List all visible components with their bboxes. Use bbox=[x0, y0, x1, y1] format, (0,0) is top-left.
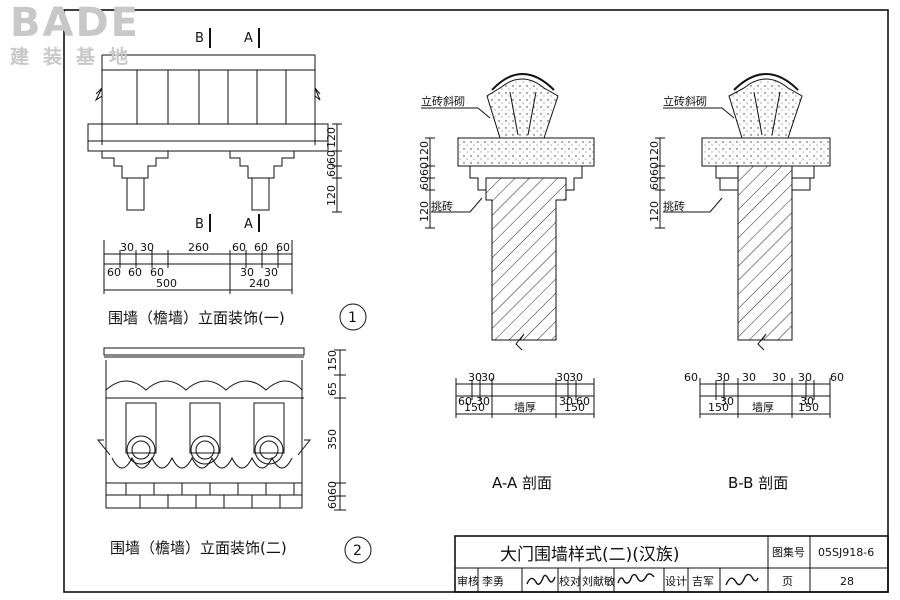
check-name: 刘献敏 bbox=[582, 574, 615, 588]
figure-1-number: 1 bbox=[348, 310, 357, 326]
section-aa-drawing bbox=[421, 73, 595, 418]
aa-dim-top-3: 30 bbox=[556, 371, 570, 384]
section-bb-labels: 立砖斜砌 挑砖 120 60 60 120 60 30 30 30 30 60 … bbox=[648, 94, 844, 492]
bade-logo-subtitle: 建装基地 bbox=[10, 46, 143, 68]
figure-1-title: 围墙（檐墙）立面装饰(一) bbox=[108, 309, 285, 327]
bb-corbel-label: 挑砖 bbox=[663, 199, 685, 213]
check-label: 校对 bbox=[559, 574, 581, 588]
aa-dim-mid-1: 60 bbox=[458, 395, 472, 408]
fig1-dim-mid-5: 30 bbox=[264, 266, 278, 279]
page-number: 28 bbox=[840, 575, 854, 588]
bb-vdim-2: 60 bbox=[648, 162, 661, 176]
bb-dim-top-1: 60 bbox=[684, 371, 698, 384]
design-name: 吉军 bbox=[692, 575, 714, 588]
aa-dim-mid-2: 30 bbox=[476, 395, 490, 408]
aa-dim-top-4: 30 bbox=[569, 371, 583, 384]
figure-2-title: 围墙（檐墙）立面装饰(二) bbox=[110, 539, 287, 557]
fig2-vdim-5: 60 bbox=[326, 495, 339, 509]
fig1-dim-mid-1: 60 bbox=[107, 266, 121, 279]
bb-dim-bottom-2: 墙厚 bbox=[752, 400, 774, 414]
cut-label-a-top: A bbox=[244, 31, 253, 46]
bb-dim-mid-1: 30 bbox=[720, 395, 734, 408]
cut-label-b-top: B bbox=[195, 31, 204, 46]
fig2-vdim-4: 60 bbox=[326, 481, 339, 495]
bb-dim-top-4: 30 bbox=[772, 371, 786, 384]
section-bb-title: B-B 剖面 bbox=[728, 474, 788, 492]
bb-brick-label: 立砖斜砌 bbox=[663, 94, 707, 108]
bb-vdim-4: 120 bbox=[648, 201, 661, 222]
design-signature bbox=[725, 573, 759, 586]
figure-1-elevation bbox=[87, 28, 367, 331]
bb-dim-top-2: 30 bbox=[716, 371, 730, 384]
aa-vdim-4: 120 bbox=[418, 201, 431, 222]
figure-1-labels: B A B A 120 60 60 120 30 30 260 60 60 60… bbox=[107, 31, 357, 327]
aa-vdim-3: 60 bbox=[418, 176, 431, 190]
fig1-vdim-1: 120 bbox=[325, 127, 338, 148]
fig1-dim-top-5: 60 bbox=[254, 241, 268, 254]
aa-corbel-label: 挑砖 bbox=[431, 199, 453, 213]
fig1-dim-bottom-2: 240 bbox=[249, 277, 270, 290]
tile-rolls bbox=[125, 402, 285, 465]
aa-brick-label: 立砖斜砌 bbox=[421, 94, 465, 108]
review-signature bbox=[526, 574, 556, 585]
bb-dim-bottom-3: 150 bbox=[798, 401, 819, 414]
bb-dim-top-6: 60 bbox=[830, 371, 844, 384]
figure-2-labels: 150 65 350 60 60 围墙（檐墙）立面装饰(二) 2 bbox=[110, 350, 362, 559]
bb-dim-top-3: 30 bbox=[742, 371, 756, 384]
check-signature bbox=[617, 573, 655, 584]
fig1-vdim-2: 60 bbox=[325, 150, 338, 164]
aa-dim-mid-4: 60 bbox=[576, 395, 590, 408]
fig1-dim-top-3: 260 bbox=[188, 241, 209, 254]
aa-dim-bottom-1: 150 bbox=[464, 401, 485, 414]
title-block bbox=[454, 535, 889, 593]
aa-vdim-1: 120 bbox=[418, 141, 431, 162]
figure-2-number: 2 bbox=[353, 543, 362, 559]
atlas-number: 05SJ918-6 bbox=[818, 546, 874, 559]
fig1-vdim-4: 120 bbox=[325, 185, 338, 206]
fig2-vdim-2: 65 bbox=[326, 382, 339, 396]
section-aa-labels: 立砖斜砌 挑砖 120 60 60 120 30 30 30 30 60 30 … bbox=[418, 94, 590, 492]
aa-vdim-2: 60 bbox=[418, 162, 431, 176]
drawing-title: 大门围墙样式(二)(汉族) bbox=[500, 545, 680, 565]
title-block-signatures bbox=[526, 573, 759, 586]
review-label: 审核 bbox=[457, 574, 479, 588]
cut-label-b-bottom: B bbox=[195, 217, 204, 232]
aa-dim-top-1: 30 bbox=[468, 371, 482, 384]
fig1-dim-mid-4: 30 bbox=[240, 266, 254, 279]
cut-label-a-bottom: A bbox=[244, 217, 253, 232]
bade-logo-mark: BADE bbox=[10, 0, 140, 46]
aa-dim-top-2: 30 bbox=[481, 371, 495, 384]
page-label: 页 bbox=[782, 575, 793, 588]
brick-joints bbox=[125, 483, 295, 508]
fig1-dim-mid-3: 60 bbox=[150, 266, 164, 279]
fig1-dim-top-6: 60 bbox=[276, 241, 290, 254]
fig1-dim-top-2: 30 bbox=[140, 241, 154, 254]
section-bb-drawing bbox=[655, 73, 831, 418]
aa-dim-bottom-2: 墙厚 bbox=[514, 400, 536, 414]
fig1-dim-bottom-1: 500 bbox=[156, 277, 177, 290]
bb-dim-bottom-1: 150 bbox=[708, 401, 729, 414]
fig2-vdim-1: 150 bbox=[326, 350, 339, 371]
aa-dim-mid-3: 30 bbox=[559, 395, 573, 408]
fig1-dim-mid-2: 60 bbox=[128, 266, 142, 279]
fig2-vdim-3: 350 bbox=[326, 429, 339, 450]
atlas-label: 图集号 bbox=[772, 545, 805, 559]
fig1-dim-top-1: 30 bbox=[120, 241, 134, 254]
fig1-dim-top-4: 60 bbox=[232, 241, 246, 254]
bb-dim-mid-2: 30 bbox=[800, 395, 814, 408]
title-block-text: 大门围墙样式(二)(汉族) 图集号 05SJ918-6 审核 李勇 校对 刘献敏… bbox=[457, 545, 874, 588]
aa-dim-bottom-3: 150 bbox=[564, 401, 585, 414]
wall-vertical-joints bbox=[136, 70, 287, 124]
figure-2-elevation bbox=[96, 347, 372, 564]
bb-vdim-1: 120 bbox=[648, 141, 661, 162]
bb-dim-top-5: 30 bbox=[798, 371, 812, 384]
design-label: 设计 bbox=[665, 575, 687, 588]
review-name: 李勇 bbox=[482, 574, 504, 588]
bb-vdim-3: 60 bbox=[648, 176, 661, 190]
fig1-vdim-3: 60 bbox=[325, 163, 338, 177]
section-aa-title: A-A 剖面 bbox=[492, 474, 552, 492]
